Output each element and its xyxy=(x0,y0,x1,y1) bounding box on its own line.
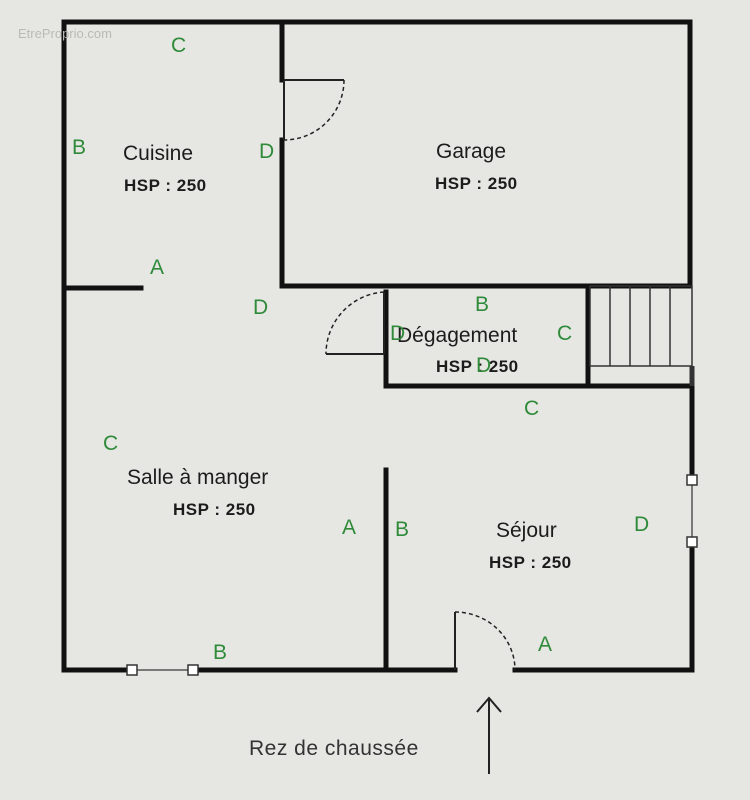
wall-label-degagement-top: B xyxy=(475,293,490,316)
wall-label-sejour-left: B xyxy=(395,518,410,541)
plan-caption: Rez de chaussée xyxy=(249,737,419,760)
entrance-arrow-icon xyxy=(476,696,502,774)
window-sejour xyxy=(686,474,698,548)
wall-label-salle-bottom: B xyxy=(213,641,228,664)
room-salle-hsp: HSP : 250 xyxy=(173,500,256,519)
door-degagement xyxy=(325,291,385,355)
room-sejour-name: Séjour xyxy=(496,519,557,542)
wall-label-sejour-right: D xyxy=(634,513,650,536)
room-garage-hsp: HSP : 250 xyxy=(435,174,518,193)
wall-label-cuisine-left: B xyxy=(72,136,87,159)
room-cuisine-name: Cuisine xyxy=(123,142,194,165)
wall-label-salle-right: A xyxy=(342,516,357,539)
watermark: EtreProprio.com xyxy=(18,26,112,41)
wall-label-degagement-bottom: D xyxy=(476,354,492,377)
room-cuisine-hsp: HSP : 250 xyxy=(124,176,207,195)
wall-label-sejour-bottom: A xyxy=(538,633,553,656)
wall-label-degagement-right: C xyxy=(557,322,573,345)
wall-label-salle-top: D xyxy=(253,296,269,319)
wall-label-cuisine-bottom: A xyxy=(150,256,165,279)
wall-label-sejour-top: C xyxy=(524,397,540,420)
room-degagement-name: Dégagement xyxy=(397,324,518,347)
room-degagement-hsp: HSP : 250 xyxy=(436,357,519,376)
wall-label-salle-left: C xyxy=(103,432,119,455)
door-garage xyxy=(283,79,345,141)
door-entrance xyxy=(454,611,516,671)
wall-label-cuisine-top: C xyxy=(171,34,187,57)
wall-label-degagement-left: D xyxy=(390,322,406,345)
room-salle-name: Salle à manger xyxy=(127,466,269,489)
wall-label-cuisine-right: D xyxy=(259,140,275,163)
room-garage-name: Garage xyxy=(436,140,507,163)
staircase xyxy=(589,285,695,386)
window-salle xyxy=(126,664,199,676)
room-sejour-hsp: HSP : 250 xyxy=(489,553,572,572)
